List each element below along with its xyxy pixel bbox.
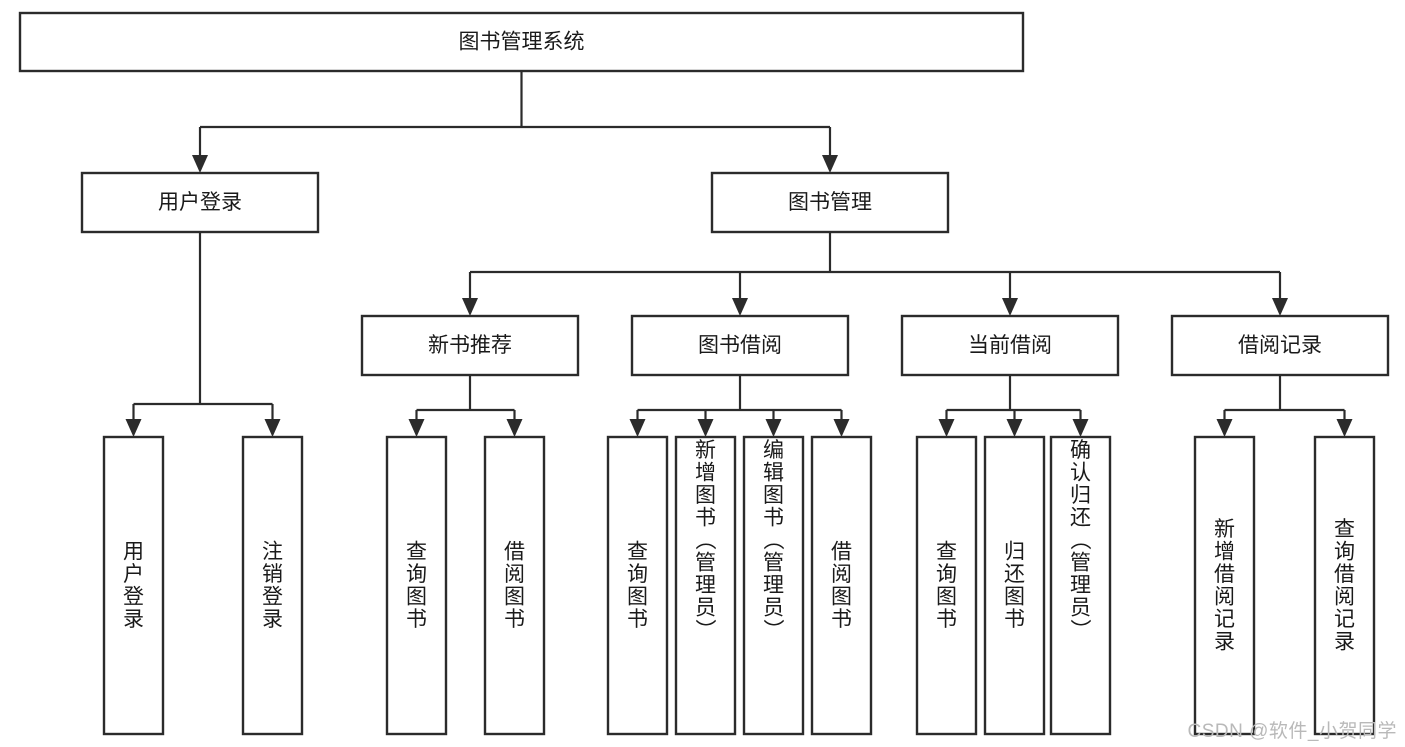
node-box — [710, 171, 950, 234]
node-label: 图书管理 — [788, 191, 872, 214]
node-label: 借阅记录 — [1238, 334, 1322, 357]
node-box — [483, 435, 546, 736]
node-root-图书管理系统[interactable]: 图书管理系统 — [18, 11, 1025, 73]
node-level3-借阅记录[interactable]: 借阅记录 — [1170, 314, 1390, 377]
node-leaf-归还图书[interactable]: 归还图书 — [983, 435, 1046, 736]
node-level3-新书推荐[interactable]: 新书推荐 — [360, 314, 580, 377]
node-leaf-新增图书-管理员[interactable]: 新增图书（管理员） — [674, 435, 737, 736]
arrow-head-icon — [1336, 419, 1353, 437]
node-leaf-查询图书[interactable]: 查询图书 — [915, 435, 978, 736]
node-label: 新增图书（管理员） — [695, 439, 717, 642]
node-label: 新书推荐 — [428, 334, 512, 357]
node-box — [241, 435, 304, 736]
node-label: 当前借阅 — [968, 334, 1052, 357]
node-leaf-注销登录[interactable]: 注销登录 — [241, 435, 304, 736]
node-box — [630, 314, 850, 377]
node-level3-图书借阅[interactable]: 图书借阅 — [630, 314, 850, 377]
node-level2-用户登录[interactable]: 用户登录 — [80, 171, 320, 234]
node-label: 借阅图书 — [504, 541, 525, 632]
arrow-head-icon — [462, 298, 478, 316]
arrow-head-icon — [1006, 419, 1023, 437]
arrow-head-icon — [765, 419, 782, 437]
node-box — [983, 435, 1046, 736]
node-label: 借阅图书 — [831, 541, 852, 632]
node-label: 查询图书 — [406, 541, 427, 632]
node-box — [1313, 435, 1376, 736]
node-box — [1193, 435, 1256, 736]
node-label: 查询借阅记录 — [1334, 518, 1355, 654]
node-level2-图书管理[interactable]: 图书管理 — [710, 171, 950, 234]
node-label: 查询图书 — [627, 541, 648, 632]
node-box — [385, 435, 448, 736]
node-label: 确认归还（管理员） — [1070, 439, 1092, 642]
nodes-layer: 图书管理系统用户登录图书管理新书推荐图书借阅当前借阅借阅记录用户登录注销登录查询… — [18, 11, 1390, 736]
edges-layer — [125, 71, 1353, 437]
arrow-head-icon — [1072, 419, 1089, 437]
node-box — [900, 314, 1120, 377]
node-label: 新增借阅记录 — [1214, 518, 1235, 654]
connector-group-图书管理 — [462, 232, 1288, 316]
node-leaf-编辑图书-管理员[interactable]: 编辑图书（管理员） — [742, 435, 805, 736]
node-box — [1049, 435, 1112, 736]
arrow-head-icon — [192, 155, 208, 173]
node-leaf-用户登录[interactable]: 用户登录 — [102, 435, 165, 736]
node-leaf-新增借阅记录[interactable]: 新增借阅记录 — [1193, 435, 1256, 736]
node-label: 编辑图书（管理员） — [763, 439, 785, 642]
node-box — [80, 171, 320, 234]
connector-group-用户登录 — [125, 232, 281, 437]
connector-group-图书管理系统 — [192, 71, 838, 173]
node-box — [742, 435, 805, 736]
arrow-head-icon — [1002, 298, 1018, 316]
node-box — [810, 435, 873, 736]
node-box — [102, 435, 165, 736]
arrow-head-icon — [833, 419, 850, 437]
node-leaf-借阅图书[interactable]: 借阅图书 — [483, 435, 546, 736]
arrow-head-icon — [506, 419, 523, 437]
node-box — [674, 435, 737, 736]
node-label: 用户登录 — [123, 541, 144, 632]
node-box — [360, 314, 580, 377]
arrow-head-icon — [125, 419, 142, 437]
node-level3-当前借阅[interactable]: 当前借阅 — [900, 314, 1120, 377]
node-label: 归还图书 — [1004, 541, 1025, 632]
connector-group-新书推荐 — [408, 375, 523, 437]
node-leaf-查询图书[interactable]: 查询图书 — [606, 435, 669, 736]
arrow-head-icon — [732, 298, 748, 316]
arrow-head-icon — [938, 419, 955, 437]
node-leaf-借阅图书[interactable]: 借阅图书 — [810, 435, 873, 736]
arrow-head-icon — [408, 419, 425, 437]
arrow-head-icon — [697, 419, 714, 437]
node-label: 用户登录 — [158, 191, 242, 214]
connector-group-当前借阅 — [938, 375, 1089, 437]
arrow-head-icon — [629, 419, 646, 437]
node-leaf-查询图书[interactable]: 查询图书 — [385, 435, 448, 736]
node-label: 图书管理系统 — [459, 31, 585, 54]
node-leaf-确认归还-管理员[interactable]: 确认归还（管理员） — [1049, 435, 1112, 736]
node-label: 图书借阅 — [698, 334, 782, 357]
node-box — [915, 435, 978, 736]
arrow-head-icon — [1216, 419, 1233, 437]
node-box — [18, 11, 1025, 73]
connector-group-借阅记录 — [1216, 375, 1353, 437]
arrow-head-icon — [822, 155, 838, 173]
arrow-head-icon — [1272, 298, 1288, 316]
node-leaf-查询借阅记录[interactable]: 查询借阅记录 — [1313, 435, 1376, 736]
connector-group-图书借阅 — [629, 375, 850, 437]
node-box — [606, 435, 669, 736]
arrow-head-icon — [264, 419, 281, 437]
node-label: 查询图书 — [936, 541, 957, 632]
node-box — [1170, 314, 1390, 377]
node-label: 注销登录 — [262, 541, 283, 632]
